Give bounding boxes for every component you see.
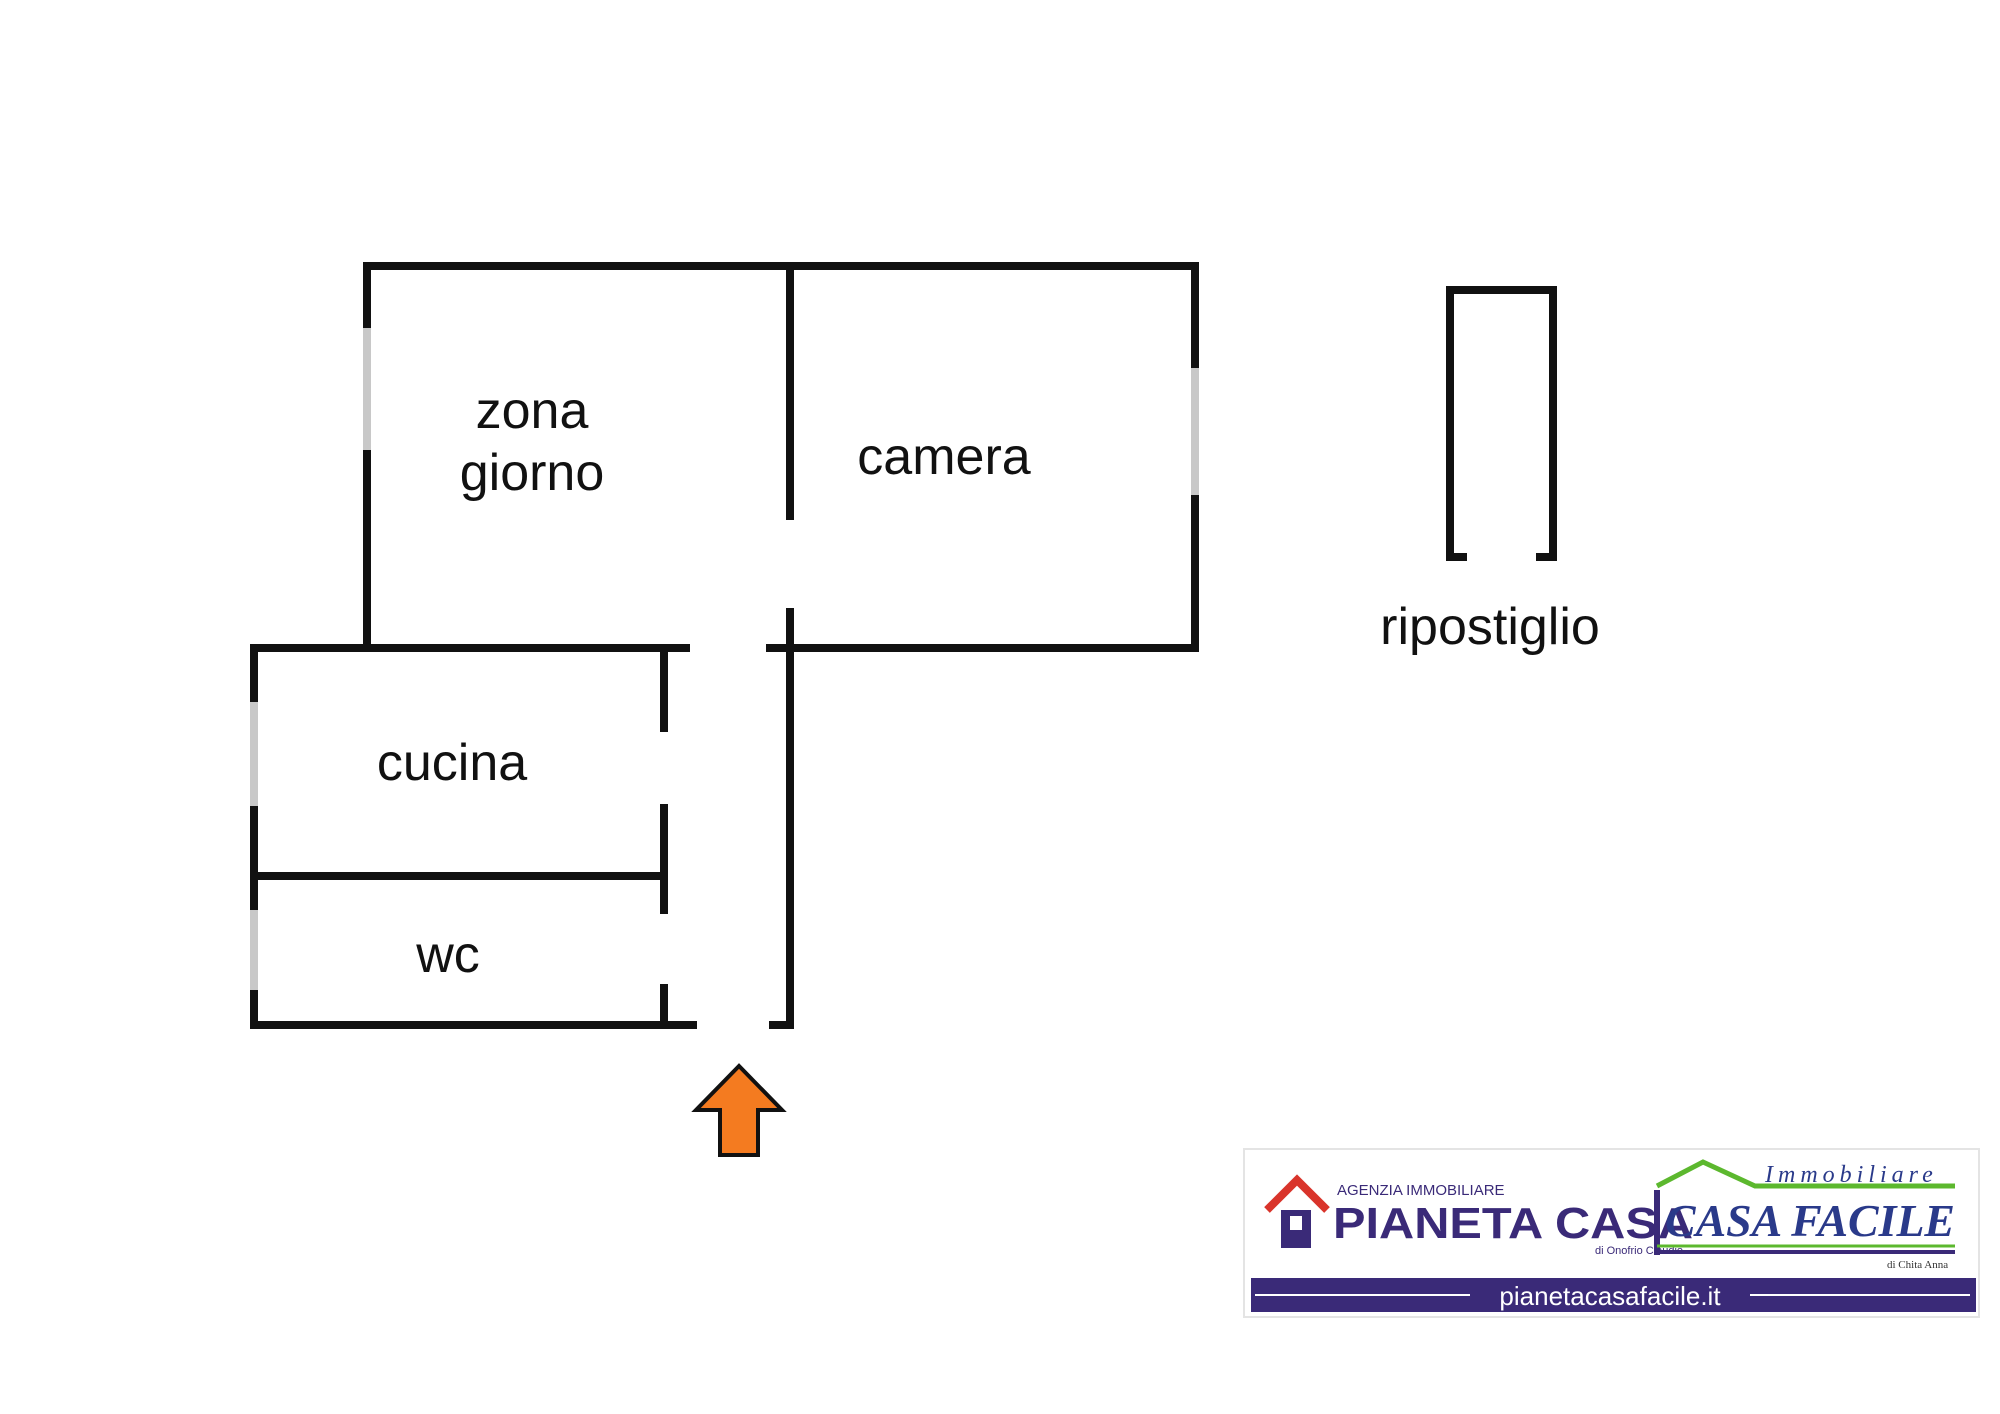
casa-facile-owner: di Chita Anna bbox=[1887, 1259, 1948, 1271]
room-label-wc: wc bbox=[415, 926, 480, 984]
house-icon bbox=[1264, 1174, 1330, 1248]
pianeta-casa-subtitle: AGENZIA IMMOBILIARE bbox=[1337, 1182, 1505, 1199]
pianeta-casa-name: PIANETA CASA bbox=[1333, 1199, 1693, 1248]
agency-logo-banner: AGENZIA IMMOBILIARE PIANETA CASA di Onof… bbox=[1243, 1148, 1980, 1318]
windows bbox=[250, 328, 1199, 990]
roof-icon bbox=[1654, 1159, 1955, 1255]
room-label-zona: zona bbox=[476, 382, 589, 440]
casa-facile-top: Immobiliare bbox=[1764, 1162, 1938, 1188]
website-link[interactable]: pianetacasafacile.it bbox=[1499, 1281, 1721, 1311]
wall-ripostiglio bbox=[1446, 286, 1557, 561]
room-label-camera: camera bbox=[857, 428, 1030, 486]
room-label-ripostiglio: ripostiglio bbox=[1380, 598, 1600, 656]
room-label-cucina: cucina bbox=[377, 734, 527, 792]
up-arrow-icon bbox=[691, 1063, 787, 1157]
casa-facile-name: CASA FACILE bbox=[1665, 1195, 1955, 1246]
room-label-giorno: giorno bbox=[460, 444, 605, 502]
walls bbox=[250, 262, 1557, 1029]
